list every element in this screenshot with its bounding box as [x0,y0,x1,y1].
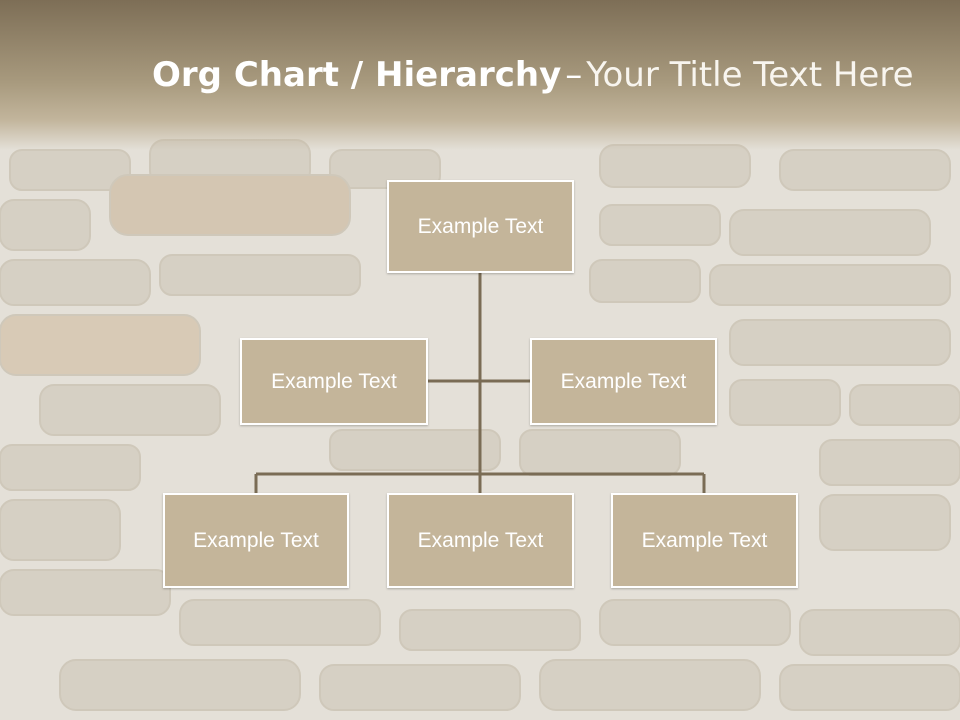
org-node-assistant-right[interactable]: Example Text [530,338,717,425]
org-node-label: Example Text [193,528,319,552]
title-separator: – [565,55,583,95]
org-node-label: Example Text [271,369,397,393]
org-node-subordinate-3[interactable]: Example Text [611,493,798,588]
org-node-label: Example Text [417,214,544,238]
org-node-label: Example Text [641,528,768,552]
org-node-label: Example Text [560,369,687,393]
slide-title: Org Chart / Hierarchy–Your Title Text He… [152,52,932,98]
org-node-top[interactable]: Example Text [387,180,574,273]
header-band [0,0,960,150]
org-node-subordinate-1[interactable]: Example Text [163,493,349,588]
org-node-assistant-left[interactable]: Example Text [240,338,428,425]
org-node-label: Example Text [417,528,544,552]
title-subtitle: Your Title Text Here [586,55,914,95]
org-node-subordinate-2[interactable]: Example Text [387,493,574,588]
title-main: Org Chart / Hierarchy [152,55,562,95]
